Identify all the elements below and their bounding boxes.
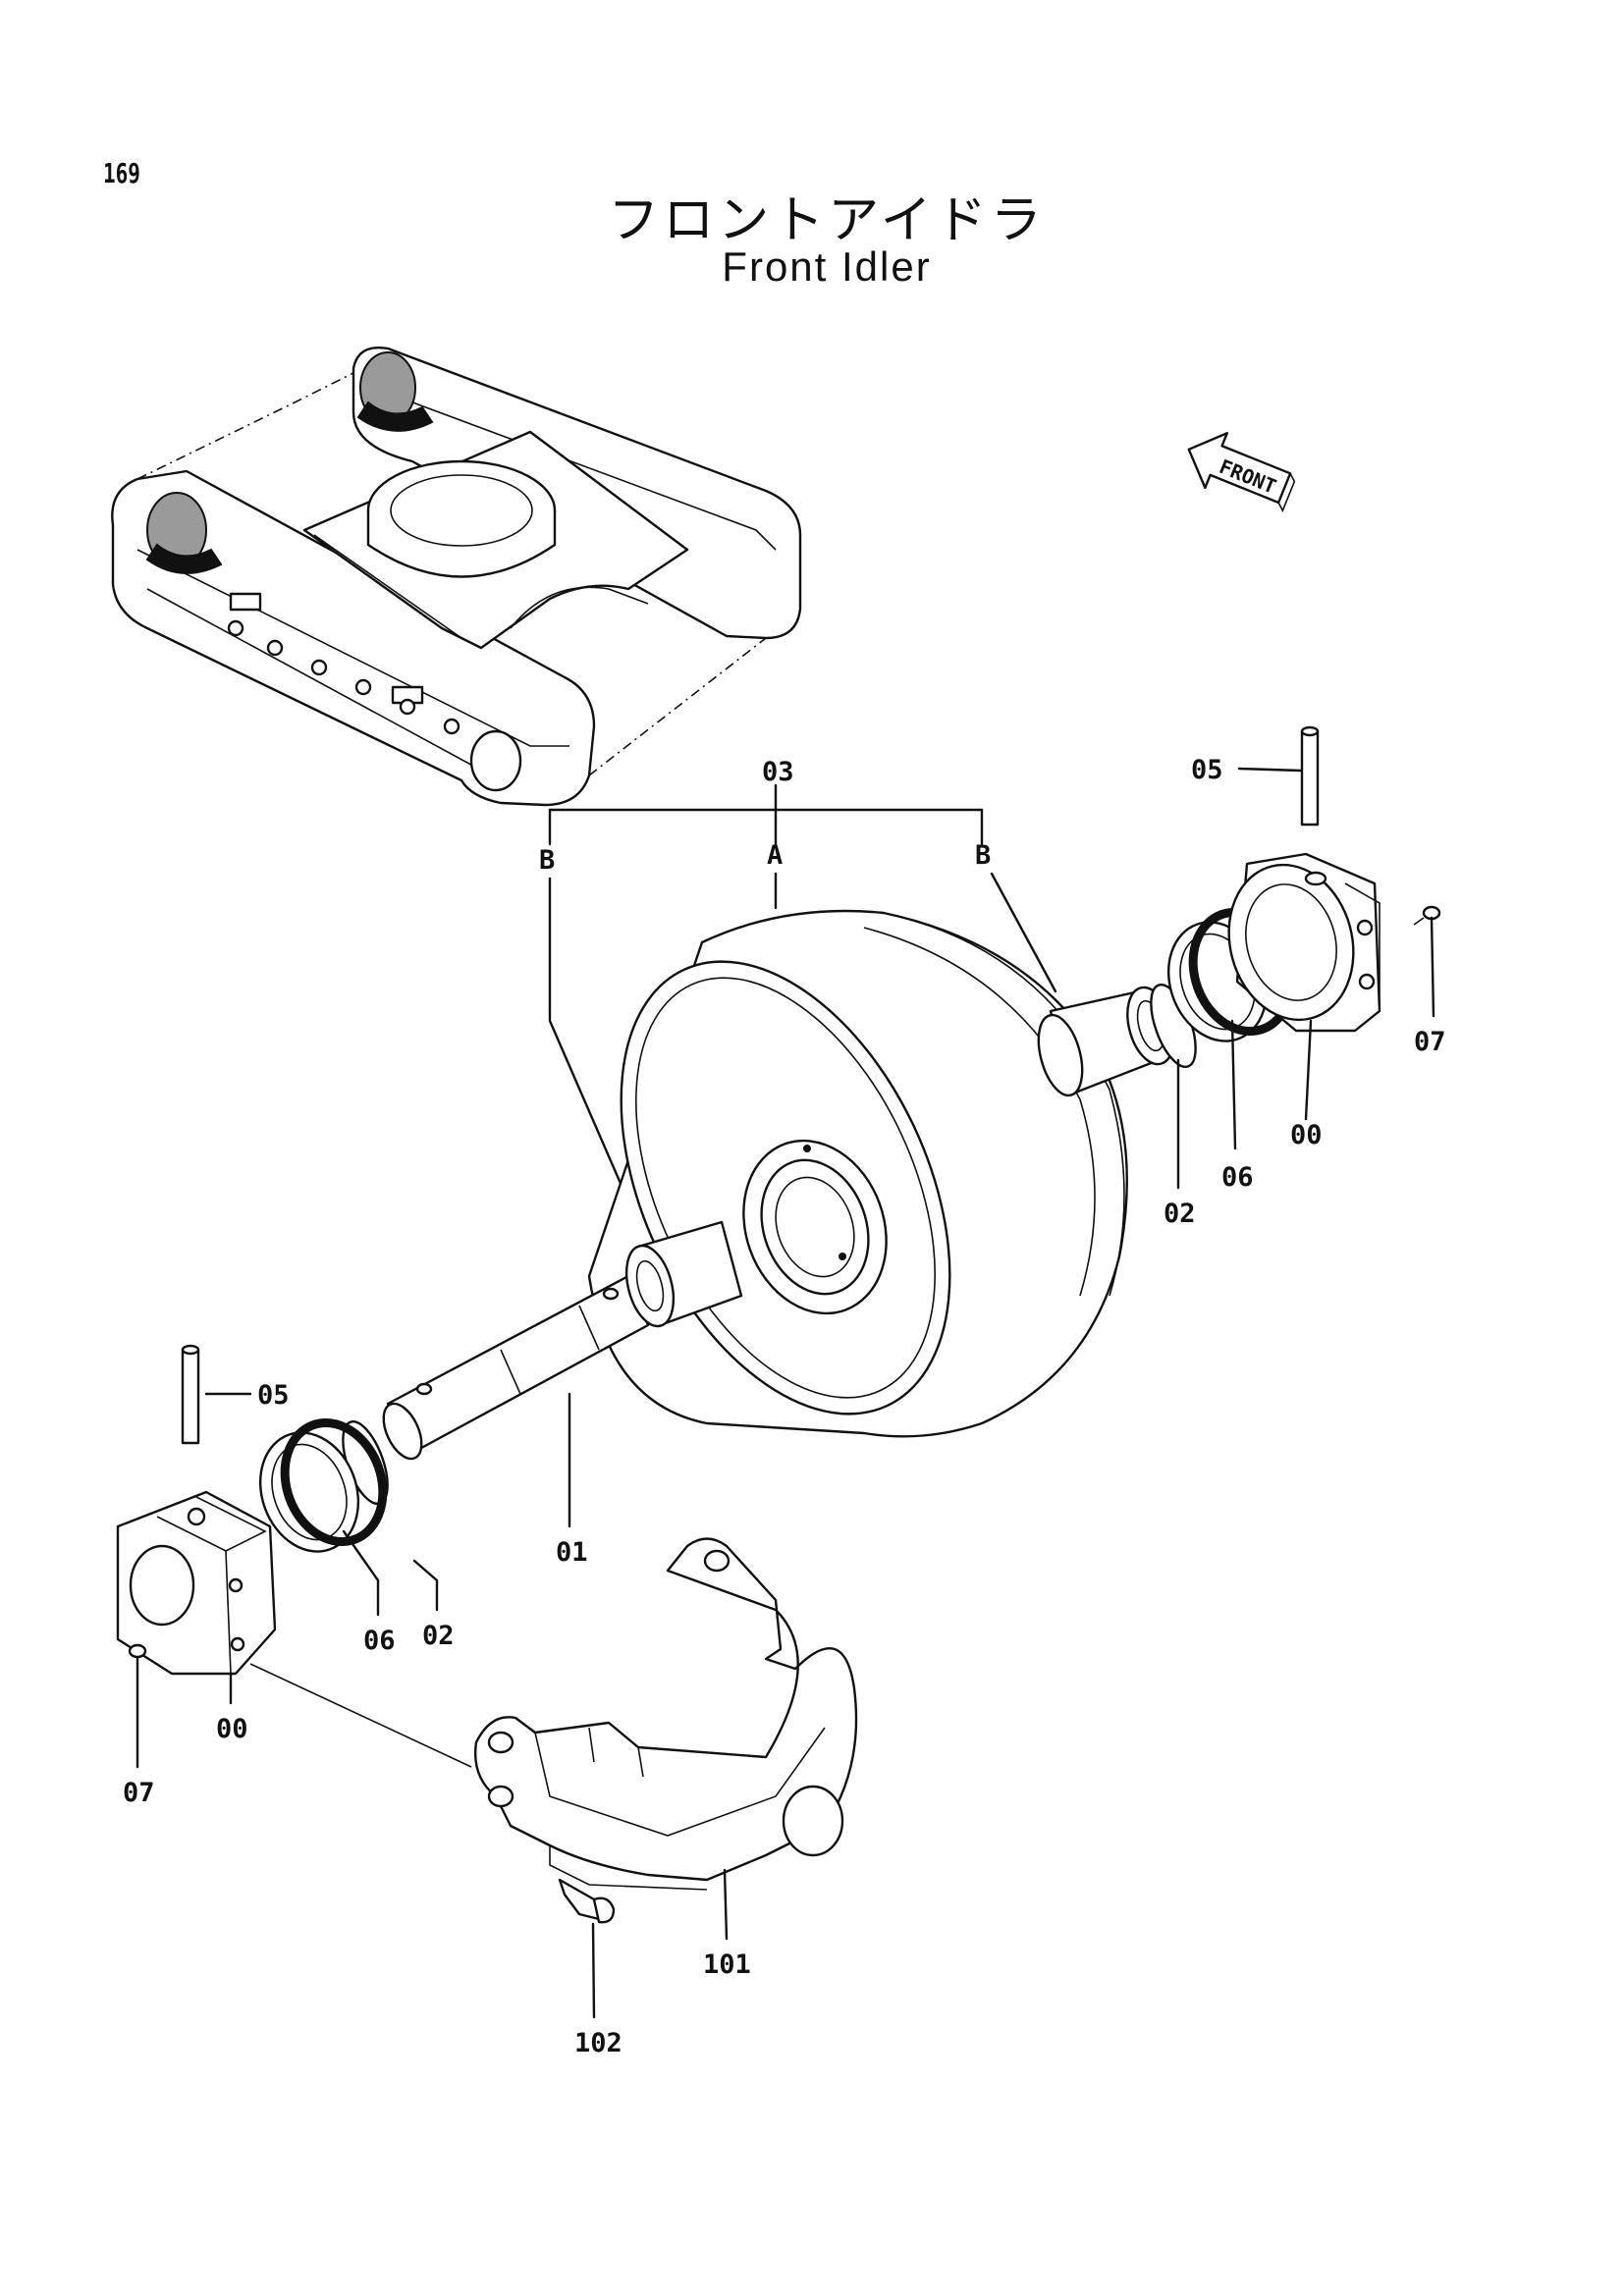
page-number: 169: [103, 157, 140, 189]
callout-a: A: [767, 840, 783, 871]
bearing-block-left: [116, 1490, 277, 1676]
callout-b-right: B: [975, 840, 991, 871]
callout-05-right: 05: [1191, 755, 1223, 785]
bearing-block-right: [1227, 852, 1381, 1033]
plug-right: [1413, 905, 1441, 926]
page-title-english: Front Idler: [722, 243, 932, 290]
callout-102: 102: [574, 2028, 623, 2058]
callout-01: 01: [556, 1537, 588, 1568]
bushing-b-left: [624, 1220, 743, 1328]
callout-07-left: 07: [123, 1778, 155, 1808]
callout-02-right: 02: [1164, 1199, 1196, 1229]
idler-shaft: [382, 1274, 650, 1461]
callout-b-left: B: [539, 845, 555, 876]
idler-wheel: [587, 909, 1129, 1438]
callout-07-right: 07: [1414, 1027, 1446, 1057]
callout-05-left: 05: [257, 1380, 290, 1411]
callout-03: 03: [762, 757, 794, 787]
callout-02-left: 02: [422, 1621, 455, 1651]
page-title-japanese: フロントアイドラ: [608, 191, 1046, 250]
floating-seal-left: [258, 1417, 388, 1553]
callout-00-left: 00: [216, 1714, 248, 1744]
callout-labels: 03 A B B 05 07 00 06 02 05 01 02 06 00 0…: [123, 755, 1446, 2058]
assembly-03-bracket: [548, 783, 1057, 1249]
callout-00-right: 00: [1290, 1120, 1323, 1150]
undercarriage-overview-illustration: [111, 347, 802, 807]
callout-101: 101: [703, 1949, 751, 1980]
plug-left: [128, 1643, 147, 1659]
bolt: [558, 1878, 616, 1924]
idler-yoke: [474, 1537, 858, 1891]
callout-06-left: 06: [363, 1626, 396, 1656]
callout-06-right: 06: [1221, 1162, 1254, 1193]
front-direction-arrow-icon: FRONT: [1187, 432, 1296, 513]
pin-left: [181, 1344, 200, 1445]
pin-right: [1300, 725, 1320, 827]
leader-lines: [135, 767, 1435, 2019]
